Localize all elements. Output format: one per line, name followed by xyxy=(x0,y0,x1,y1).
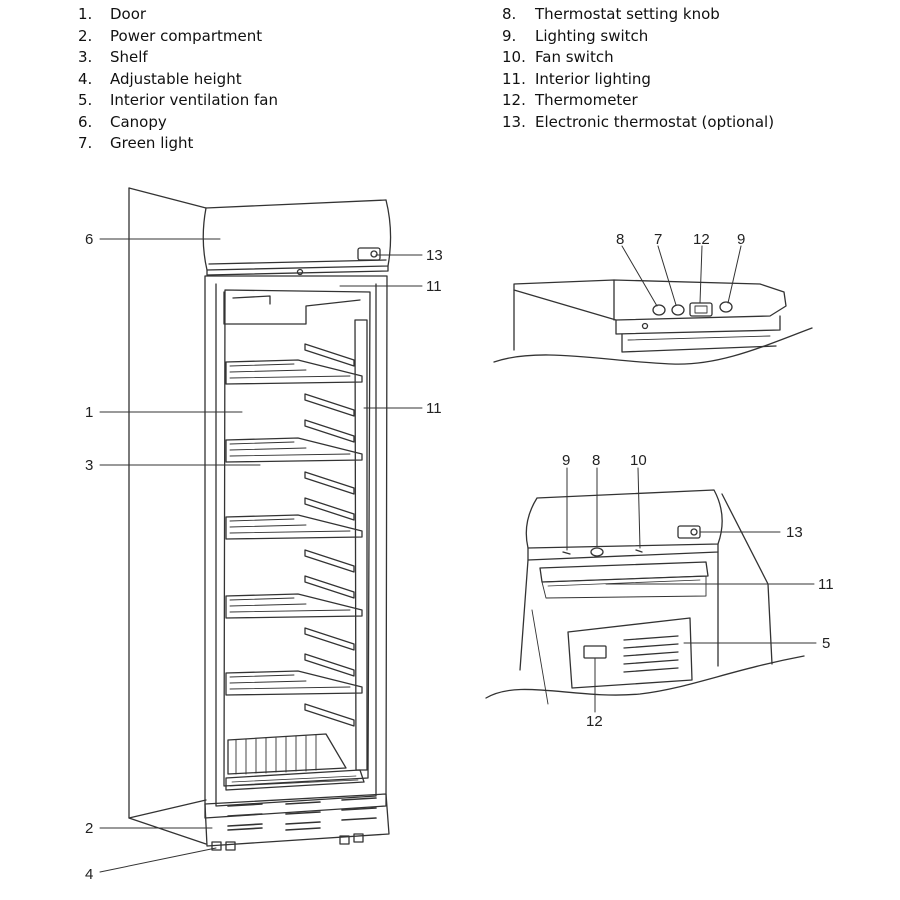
legend-item-lighting-switch: 9.Lighting switch xyxy=(502,26,649,45)
adjustable-feet xyxy=(211,833,364,851)
callout-label: 5 xyxy=(822,635,830,652)
callout-label: 11 xyxy=(426,278,442,295)
callout-label: 8 xyxy=(616,231,624,248)
base-grille xyxy=(204,793,390,847)
legend-right: 8.Thermostat setting knob 9.Lighting swi… xyxy=(502,4,882,133)
legend-left: 1.Door 2.Power compartment 3.Shelf 4.Adj… xyxy=(78,4,438,155)
legend-item-power-compartment: 2.Power compartment xyxy=(78,26,263,45)
cabinet-body xyxy=(128,187,387,845)
legend-item-thermostat-knob: 8.Thermostat setting knob xyxy=(502,5,720,23)
shelf xyxy=(225,670,363,696)
callout-label: 9 xyxy=(562,452,570,469)
callout-label: 7 xyxy=(654,231,662,248)
legend-item-canopy: 6.Canopy xyxy=(78,112,167,131)
legend-item-ventilation-fan: 5.Interior ventilation fan xyxy=(78,91,278,109)
shelf xyxy=(225,359,363,385)
callout-label: 1 xyxy=(85,404,93,421)
legend-item-interior-lighting: 11.Interior lighting xyxy=(502,69,651,88)
legend-item-adjustable-height: 4.Adjustable height xyxy=(78,69,242,88)
bottom-basket xyxy=(225,733,365,791)
callout-label: 12 xyxy=(693,231,710,248)
shelf xyxy=(225,437,363,463)
detail-bottom-leader-lines xyxy=(566,467,817,713)
legend-item-green-light: 7.Green light xyxy=(78,134,194,152)
callout-label: 12 xyxy=(586,713,603,730)
main-leader-lines xyxy=(99,238,423,873)
callout-label: 10 xyxy=(630,452,647,469)
fridge-main xyxy=(128,187,392,851)
door-frame xyxy=(204,275,388,819)
callout-label: 4 xyxy=(85,866,93,883)
legend-item-door: 1.Door xyxy=(78,5,147,23)
callout-label: 13 xyxy=(426,247,443,264)
legend-item-fan-switch: 10.Fan switch xyxy=(502,48,614,66)
callout-label: 13 xyxy=(786,524,803,541)
callout-label: 9 xyxy=(737,231,745,248)
legend-item-electronic-thermostat: 13.Electronic thermostat (optional) xyxy=(502,112,775,131)
callout-label: 8 xyxy=(592,452,600,469)
shelf xyxy=(225,514,363,540)
canopy xyxy=(202,199,392,276)
callout-label: 11 xyxy=(818,576,834,593)
legend-item-thermometer: 12.Thermometer xyxy=(502,91,638,109)
callout-label: 3 xyxy=(85,457,93,474)
shelf xyxy=(225,593,363,619)
shelf-rails xyxy=(304,343,355,727)
detail-top-leader-lines xyxy=(621,245,742,307)
detail-top-control-panel xyxy=(493,279,813,365)
callout-label: 6 xyxy=(85,231,93,248)
callout-label: 2 xyxy=(85,820,93,837)
detail-bottom-interior xyxy=(485,489,805,705)
legend-item-shelf: 3.Shelf xyxy=(78,48,148,66)
callout-label: 11 xyxy=(426,400,442,417)
